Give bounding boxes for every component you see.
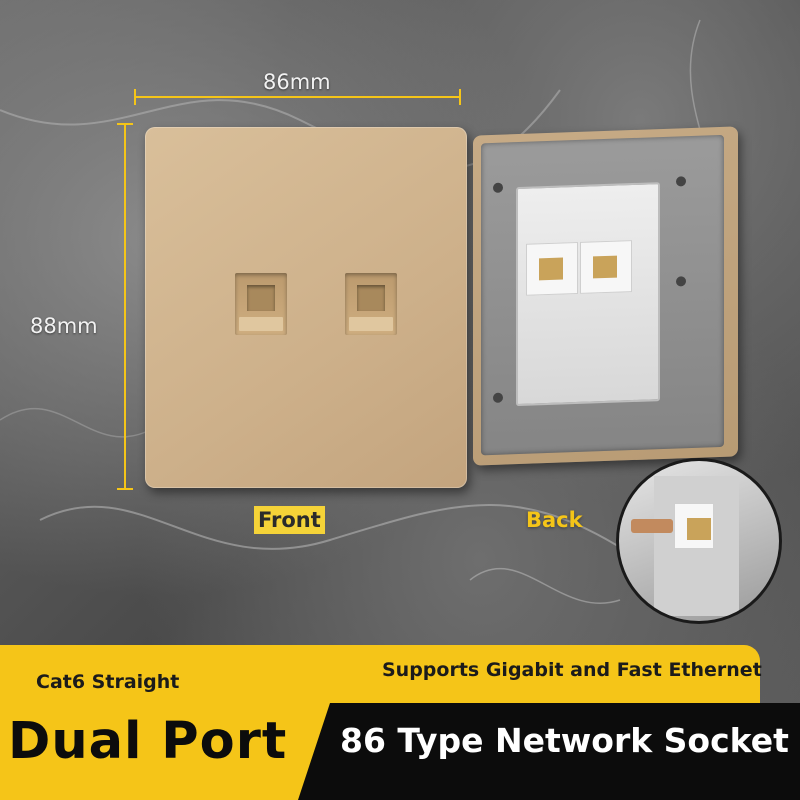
back-caption: Back [526,508,583,532]
height-dimension-line [117,123,133,490]
rj45-port-icon [345,273,397,335]
network-cable-plug [631,519,673,533]
keystone-module-frame [516,182,660,407]
gigabit-support-label: Supports Gigabit and Fast Ethernet [382,659,762,681]
front-caption: Front [254,506,325,534]
installation-detail-inset [616,458,782,624]
headline-dual-port: Dual Port [8,712,288,771]
keystone-jack-detail [674,503,714,549]
height-dimension-label: 88mm [30,314,98,338]
width-dimension-line [134,89,461,105]
rj45-port-icon [235,273,287,335]
banner-dark-block [298,703,800,800]
keystone-jack-right [580,240,632,294]
width-dimension-label: 86mm [263,70,331,94]
keystone-jack-left [526,241,578,296]
banner-top-strip [0,645,760,703]
back-panel [473,126,738,466]
front-panel [145,127,467,488]
product-title: 86 Type Network Socket [340,721,789,760]
cat6-label: Cat6 Straight [36,671,180,693]
